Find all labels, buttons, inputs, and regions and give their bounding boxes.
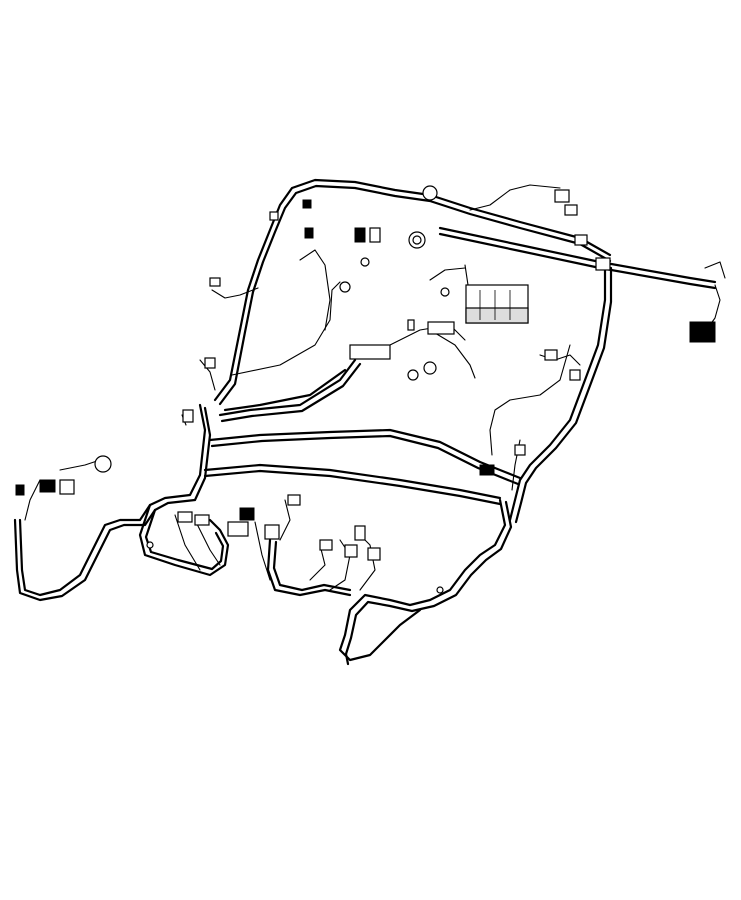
main-harness-trunk	[13, 178, 717, 666]
branch-wires	[24, 184, 726, 591]
right-end-connector	[689, 321, 716, 343]
grommet-mid	[423, 361, 437, 375]
module-connector	[349, 344, 391, 360]
left-connector-round	[94, 455, 112, 473]
connectors	[15, 185, 716, 594]
